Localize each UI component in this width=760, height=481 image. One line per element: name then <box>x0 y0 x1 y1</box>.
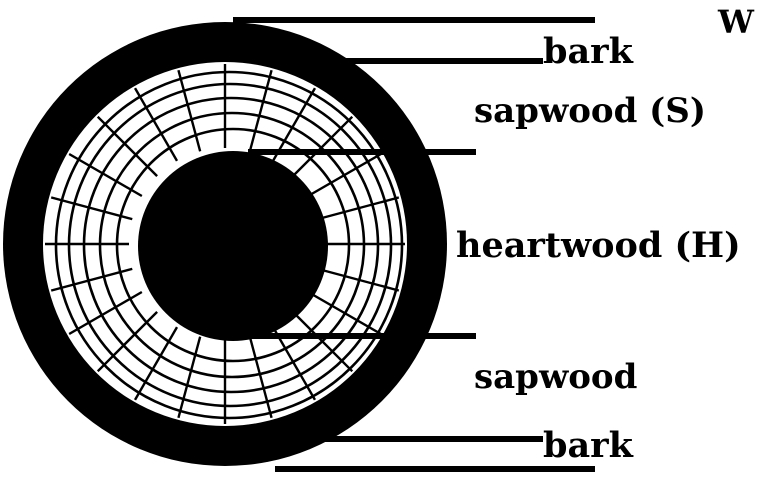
label-corner-fragment: W <box>718 6 754 38</box>
leader-line-bark-top <box>305 58 543 64</box>
label-sapwood-bottom: sapwood <box>474 360 637 394</box>
label-heartwood-h: heartwood (H) <box>456 228 741 263</box>
leader-line-heartwood-bottom <box>248 333 476 339</box>
label-sapwood-s: sapwood (S) <box>474 94 706 128</box>
label-bark-top: bark <box>543 34 633 69</box>
leader-line-bottom-outer <box>275 466 595 472</box>
leader-line-top-outer <box>233 17 595 23</box>
leader-line-bark-bottom <box>232 436 543 442</box>
heartwood-texture <box>139 152 327 340</box>
leader-line-heartwood-top <box>248 149 476 155</box>
label-bark-bottom: bark <box>543 428 633 463</box>
